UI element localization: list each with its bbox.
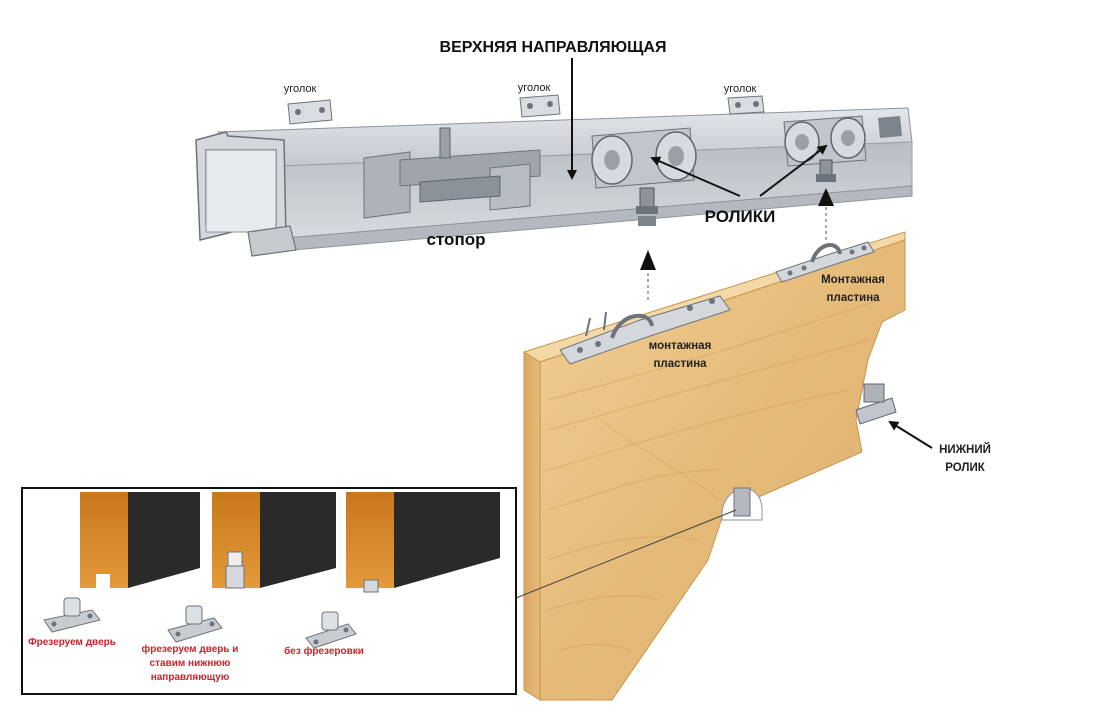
inset-caption-1: Фрезеруем дверь	[28, 637, 116, 648]
inset-panel: Фрезеруем дверь фрезеруем дверь и ставим…	[21, 487, 517, 695]
label-corner-1: уголок	[284, 83, 317, 95]
label-corner-3: уголок	[724, 83, 757, 95]
label-corner-2: уголок	[518, 82, 551, 94]
inset-roller-1	[43, 597, 101, 633]
label-plate-right-1: Монтажная	[821, 274, 885, 286]
inset-caption-3: без фрезеровки	[284, 645, 364, 657]
roller-left	[591, 127, 697, 226]
inset-roller-2	[167, 605, 223, 643]
inset-caption-2a: фрезеруем дверь и	[142, 643, 239, 655]
corner-bracket-2	[519, 94, 561, 118]
top-rail	[195, 107, 913, 257]
arrows	[567, 58, 933, 449]
label-plate-left-1: монтажная	[649, 340, 712, 352]
inset-caption-2c: направляющую	[151, 672, 230, 683]
label-bottom-roller-2: РОЛИК	[945, 462, 986, 474]
corner-bracket-3	[727, 95, 765, 115]
assembly-arrows	[640, 188, 834, 300]
corner-bracket-1	[287, 99, 333, 125]
inset-door-3	[346, 492, 500, 593]
mounting-plate-left	[559, 295, 731, 365]
label-plate-right-2: пластина	[826, 292, 880, 304]
inset-caption-2b: ставим нижнюю	[150, 658, 231, 669]
inset-door-2	[212, 492, 336, 589]
label-rollers: РОЛИКИ	[705, 207, 776, 226]
inset-roller-3	[305, 611, 357, 649]
label-stopper: стопор	[427, 230, 486, 249]
label-top-rail: ВЕРХНЯЯ НАПРАВЛЯЮЩАЯ	[440, 39, 667, 56]
label-plate-left-2: пластина	[653, 358, 707, 370]
stopper	[363, 127, 541, 219]
bottom-roller	[855, 383, 897, 425]
inset-door-1	[80, 492, 200, 588]
mounting-plate-right	[775, 241, 875, 283]
roller-right	[783, 115, 867, 182]
label-bottom-roller-1: НИЖНИЙ	[939, 443, 991, 456]
inset-leader	[515, 509, 737, 599]
